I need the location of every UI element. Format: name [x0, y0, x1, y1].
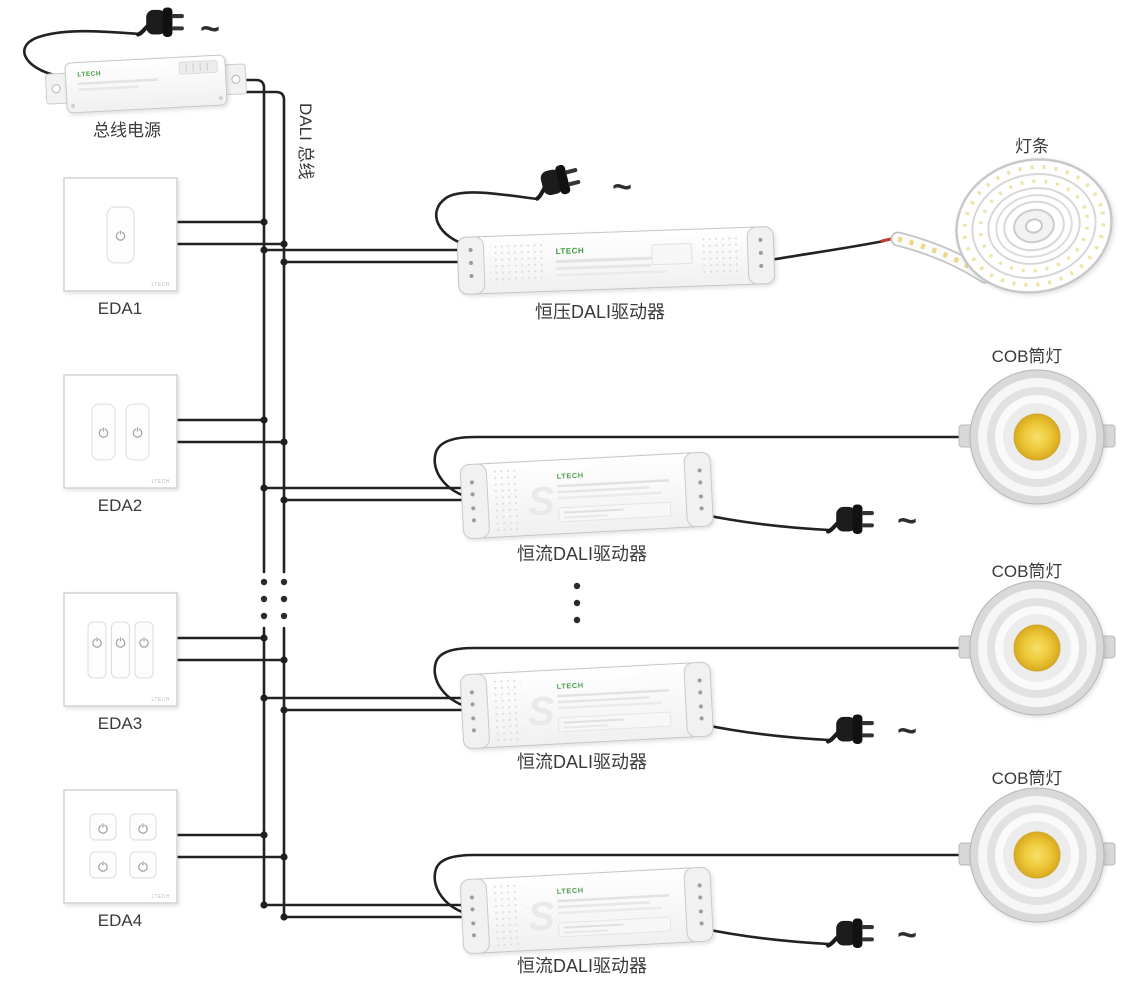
- psu-brand-text: LTECH: [77, 70, 101, 78]
- dali-bus-label: DALI 总线: [296, 103, 315, 180]
- panel-label-eda4: EDA4: [98, 911, 142, 930]
- cob-downlight-1: [959, 370, 1115, 504]
- cord-cc1-plug: [698, 512, 831, 532]
- panel-label-eda3: EDA3: [98, 714, 142, 733]
- cc-driver-label-1: 恒流DALI驱动器: [517, 544, 647, 564]
- drivers-continuation-dots: [573, 582, 581, 624]
- bus-junction-dots: [260, 218, 288, 921]
- cc-dali-driver-2: [460, 662, 714, 749]
- panel-button: [125, 403, 150, 461]
- psu-terminal-block: [178, 59, 218, 75]
- power-plug-icon-cc3: [828, 918, 874, 948]
- panel-button: [106, 206, 135, 264]
- wiring-layer: [23, 29, 972, 946]
- cob-downlight-3: [959, 788, 1115, 922]
- ac-symbol-psu: ~: [200, 10, 220, 48]
- panel-plate: [63, 374, 178, 489]
- cord-cv-plug: [435, 191, 539, 248]
- ac-symbol-cv: ~: [612, 168, 632, 206]
- cob-downlight-label-1: COB筒灯: [992, 347, 1063, 366]
- power-plug-icon-cv: [531, 161, 583, 201]
- panel-label-eda2: EDA2: [98, 496, 142, 515]
- cc-driver-label-2: 恒流DALI驱动器: [517, 752, 647, 772]
- bus-power-label: 总线电源: [93, 121, 161, 140]
- cord-cc2-plug: [698, 722, 831, 742]
- led-strip-label: 灯条: [1015, 137, 1049, 156]
- cob-downlight-label-2: COB筒灯: [992, 562, 1063, 581]
- wire-cob1: [433, 435, 972, 500]
- wall-panel-eda4: LTECH: [63, 789, 178, 904]
- panel-button: [87, 621, 107, 679]
- panel-button: [134, 621, 154, 679]
- ac-symbol-cc1: ~: [897, 502, 917, 540]
- dali-bus-line-right: [234, 90, 286, 920]
- cc-driver-label-3: 恒流DALI驱动器: [517, 956, 647, 976]
- panel-button: [91, 403, 116, 461]
- cv-dali-driver-device: LTECH: [456, 226, 776, 295]
- power-plug-icon-psu: [138, 7, 184, 37]
- cv-driver-label: 恒压DALI驱动器: [535, 302, 665, 322]
- panel-brand-text: LTECH: [151, 697, 170, 703]
- panel-brand-text: LTECH: [151, 894, 170, 900]
- psu-screw-hole-left: [51, 84, 61, 94]
- ac-symbol-cc2: ~: [897, 712, 917, 750]
- panel-brand-text: LTECH: [151, 282, 170, 288]
- bus-power-supply-device: LTECH: [45, 54, 247, 114]
- psu-screw-hole-right: [231, 74, 241, 84]
- panel-plate: [63, 789, 178, 904]
- cc-dali-driver-3: [460, 867, 714, 954]
- wall-panel-eda2: LTECH: [63, 374, 178, 489]
- led-strip-reel: [955, 158, 1113, 294]
- wall-panel-eda3: LTECH: [63, 592, 178, 707]
- cc-dali-driver-1: [460, 452, 714, 539]
- panel-label-eda1: EDA1: [98, 299, 142, 318]
- panel-brand-text: LTECH: [151, 479, 170, 485]
- wire-cob3: [433, 853, 972, 917]
- wire-led-strip: [768, 239, 886, 262]
- power-plug-icon-cc2: [828, 714, 874, 744]
- cob-downlight-2: [959, 581, 1115, 715]
- bus-continuation-dots: [260, 578, 288, 620]
- wire-cob2: [433, 646, 972, 710]
- wall-panel-eda1: LTECH: [63, 177, 178, 292]
- panel-button: [111, 621, 130, 679]
- cord-psu-plug: [23, 29, 143, 78]
- power-plug-icon-cc1: [828, 504, 874, 534]
- dali-bus-line-left: [234, 78, 266, 908]
- cord-cc3-plug: [698, 926, 831, 946]
- cob-downlight-label-3: COB筒灯: [992, 769, 1063, 788]
- cv-driver-brand-text: LTECH: [556, 246, 585, 256]
- ac-symbol-cc3: ~: [897, 916, 917, 954]
